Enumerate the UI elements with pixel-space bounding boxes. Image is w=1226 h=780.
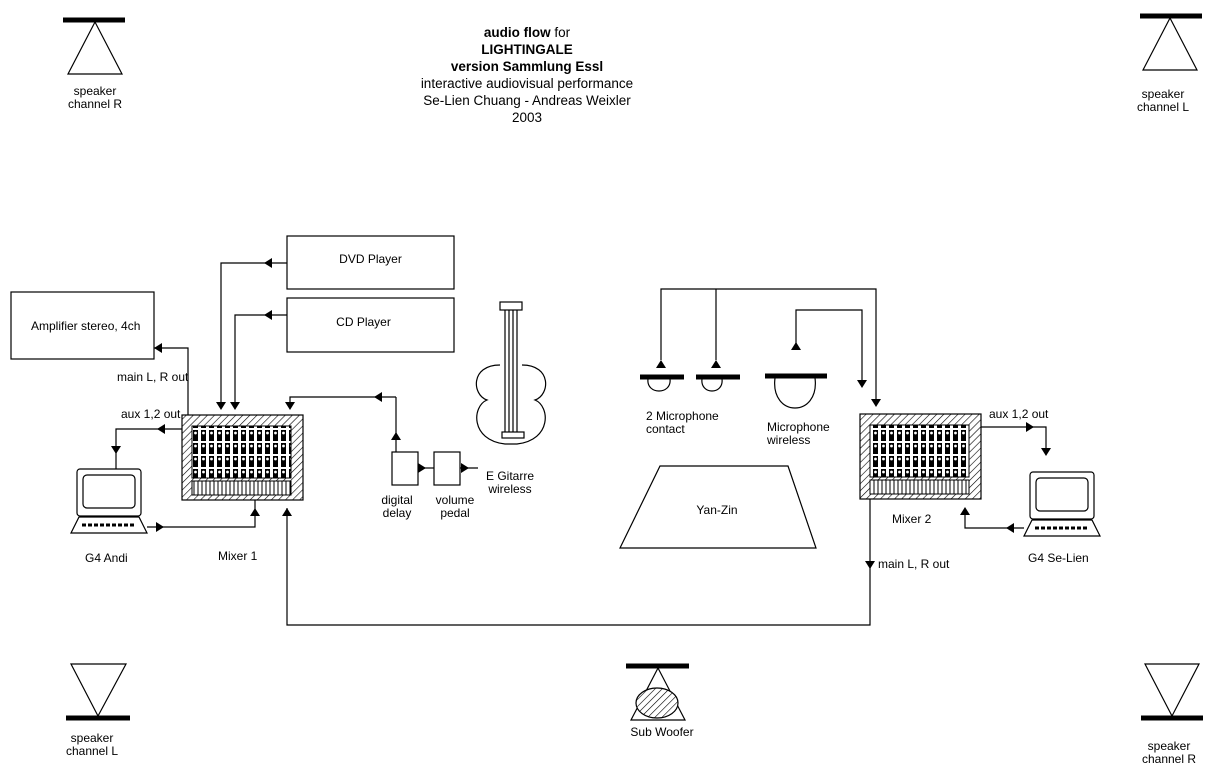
signal-arrows <box>111 258 1051 569</box>
aux-out-right-label: aux 1,2 out <box>989 407 1049 421</box>
contact-mic-2-icon <box>696 374 740 392</box>
title-line-1-rest: for <box>550 25 571 40</box>
digital-delay-box <box>391 451 419 486</box>
mixer-1-icon <box>181 414 304 501</box>
main-out-left-label: main L, R out <box>117 370 189 384</box>
subwoofer-icon <box>626 663 689 721</box>
cd-player-box <box>286 297 455 353</box>
speaker-bottom-right-icon <box>1141 663 1203 721</box>
mixer-2-label: Mixer 2 <box>892 512 932 526</box>
amplifier-box <box>10 291 155 360</box>
subwoofer-label: Sub Woofer <box>630 725 694 739</box>
mixer-2-icon <box>859 413 982 500</box>
title-line-6: 2003 <box>511 110 543 125</box>
computer-g4-andi-icon <box>70 468 148 534</box>
yanzin-label: Yan-Zin <box>696 503 738 517</box>
speaker-top-right-icon <box>1140 13 1202 71</box>
yanzin-table <box>619 465 817 549</box>
mixer-1-label: Mixer 1 <box>218 549 258 563</box>
diagram-title: audio flow for LIGHTINGALE version Samml… <box>377 24 677 126</box>
title-line-3: version Sammlung Essl <box>450 59 604 74</box>
g4-andi-label: G4 Andi <box>85 551 128 565</box>
title-line-2: LIGHTINGALE <box>481 42 573 57</box>
g4-selien-label: G4 Se-Lien <box>1028 551 1089 565</box>
aux-out-left-label: aux 1,2 out <box>121 407 181 421</box>
e-guitar-icon <box>475 301 547 445</box>
title-line-1-bold: audio flow <box>483 25 551 40</box>
wireless-mic-icon <box>765 373 827 409</box>
volume-pedal-box <box>433 451 461 486</box>
contact-mic-1-icon <box>640 374 684 392</box>
cd-player-label: CD Player <box>336 315 391 329</box>
amplifier-label: Amplifier stereo, 4ch <box>31 319 141 333</box>
main-out-right-label: main L, R out <box>878 557 950 571</box>
title-line-4: interactive audiovisual performance <box>420 76 634 91</box>
computer-g4-selien-icon <box>1023 471 1101 537</box>
speaker-bottom-left-icon <box>66 663 130 721</box>
speaker-top-left-icon <box>63 17 125 75</box>
title-line-5: Se-Lien Chuang - Andreas Weixler <box>423 93 631 108</box>
dvd-player-label: DVD Player <box>339 252 402 266</box>
